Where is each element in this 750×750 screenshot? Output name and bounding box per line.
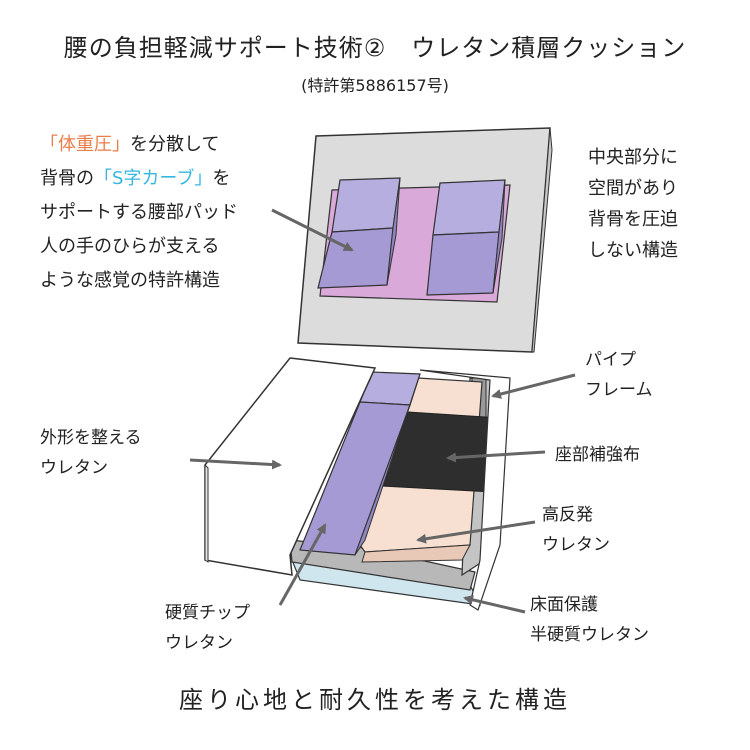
left-block-side xyxy=(386,177,401,286)
lumbar-desc-line-1: 「体重圧」を分散して xyxy=(40,128,238,162)
arrow-outer xyxy=(189,458,282,470)
high-rebound-line-2: ウレタン xyxy=(542,535,610,555)
lumbar-desc-line-5: ような感覚の特許構造 xyxy=(40,270,220,291)
arrow-floor xyxy=(463,594,526,614)
center-desc-line-2: 空間があり xyxy=(588,178,678,199)
arrow-seat-band xyxy=(446,450,546,463)
s-curve-highlight: 「S字カーブ」 xyxy=(94,168,213,189)
back-pad xyxy=(297,127,553,353)
center-space-description: 中央部分に 空間があり 背骨を圧迫 しない構造 xyxy=(588,142,678,266)
arrows xyxy=(189,208,576,614)
lumbar-desc-line-2: 背骨の「S字カーブ」を xyxy=(40,162,238,196)
high-rebound-label: 高反発 ウレタン xyxy=(542,500,610,560)
chip-bar-side xyxy=(354,373,421,556)
lumbar-desc-line-2-suffix: を xyxy=(212,168,231,189)
floor-protection-label: 床面保護 半硬質ウレタン xyxy=(530,590,649,650)
outer-label-line-1: 外形を整える xyxy=(40,428,142,448)
center-desc-line-1: 中央部分に xyxy=(588,147,678,168)
arrow-high-rebound xyxy=(416,520,536,544)
pipe-frame-label: パイプ フレーム xyxy=(585,345,653,405)
pipe-label-line-1: パイプ xyxy=(585,350,636,370)
lumbar-desc-line-2-prefix: 背骨の xyxy=(40,168,94,189)
seat-cushion xyxy=(204,357,511,611)
floor-label-line-1: 床面保護 xyxy=(530,595,598,615)
arrow-lumbar xyxy=(271,208,354,252)
lumbar-pad-description: 「体重圧」を分散して 背骨の「S字カーブ」を サポートする腰部パッド 人の手のひ… xyxy=(40,128,238,298)
arrow-chip xyxy=(278,523,327,606)
right-block-front xyxy=(426,231,500,296)
left-block-top xyxy=(331,177,401,233)
arrow-pipe xyxy=(491,373,576,399)
outer-urethane-left-side xyxy=(204,463,209,563)
floor-label-line-2: 半硬質ウレタン xyxy=(530,625,649,645)
outer-urethane-label: 外形を整える ウレタン xyxy=(40,423,142,483)
page-title: 腰の負担軽減サポート技術② ウレタン積層クッション xyxy=(63,34,687,62)
right-block-top xyxy=(432,179,506,236)
pipe-label-line-2: フレーム xyxy=(585,380,653,400)
center-desc-line-4: しない構造 xyxy=(588,240,678,261)
seat-reinforcement-label: 座部補強布 xyxy=(555,445,640,465)
hard-chip-label: 硬質チップ ウレタン xyxy=(165,598,250,658)
chip-label-line-1: 硬質チップ xyxy=(165,603,250,623)
right-block-side xyxy=(492,179,506,294)
outer-label-line-2: ウレタン xyxy=(40,458,108,478)
lumbar-desc-line-3: サポートする腰部パッド xyxy=(40,202,238,223)
lumbar-desc-line-4: 人の手のひらが支える xyxy=(40,236,220,257)
chip-label-line-2: ウレタン xyxy=(165,633,233,653)
patent-number: (特許第5886157号) xyxy=(301,76,449,95)
high-rebound-line-1: 高反発 xyxy=(542,505,593,525)
footer-caption: 座り心地と耐久性を考えた構造 xyxy=(179,686,571,714)
high-rebound-edge xyxy=(361,544,471,563)
center-desc-line-3: 背骨を圧迫 xyxy=(588,209,678,230)
outer-shell-right xyxy=(419,369,511,611)
lumbar-desc-line-1-rest: を分散して xyxy=(130,134,220,155)
weight-pressure-highlight: 「体重圧」 xyxy=(40,134,130,155)
back-panel-side xyxy=(531,127,553,353)
